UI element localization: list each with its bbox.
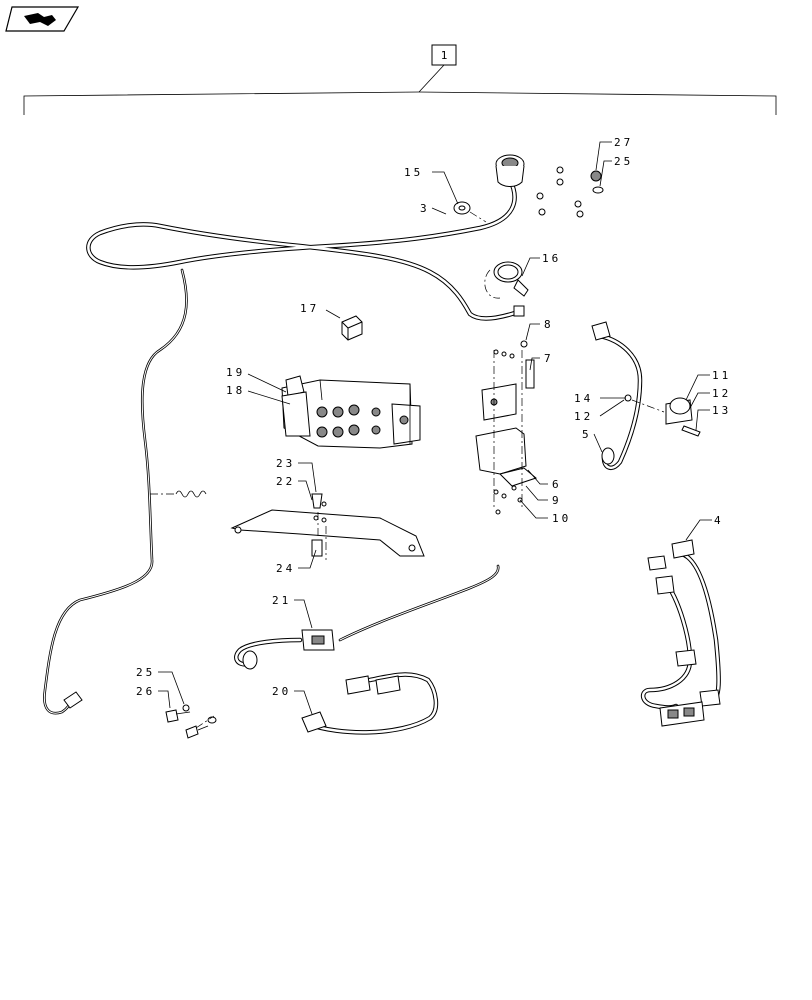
callout-18: 18 (226, 384, 245, 397)
sensor-harness-5 (591, 321, 643, 471)
harness-20 (301, 672, 439, 735)
callout-12-left: 12 (574, 410, 593, 423)
callout-20: 20 (272, 685, 291, 698)
callout-15: 15 (404, 166, 423, 179)
callout-9: 9 (552, 494, 562, 507)
assembly-number: 1 (441, 49, 448, 62)
callout-25-bottom: 25 (136, 666, 155, 679)
callout-8: 8 (544, 318, 554, 331)
callout-10: 10 (552, 512, 571, 525)
callout-13: 13 (712, 404, 731, 417)
leader-lines (158, 141, 712, 715)
bolts-25-26 (165, 704, 217, 739)
hardware-nuts-27-25 (536, 166, 604, 218)
mounting-plate-22-24 (230, 493, 425, 560)
cable-clip-15 (453, 201, 487, 223)
bracket-11-12-13 (624, 394, 701, 437)
harness-21 (234, 564, 500, 670)
callout-17: 17 (300, 302, 319, 315)
valve-block-18-19 (281, 375, 421, 449)
callout-22: 22 (276, 475, 295, 488)
callout-27: 27 (614, 136, 633, 149)
callout-19: 19 (226, 366, 245, 379)
callout-4: 4 (714, 514, 724, 527)
callout-6: 6 (552, 478, 562, 491)
harness-4 (641, 539, 721, 727)
assembly-bracket: 1 (23, 44, 777, 115)
callout-16: 16 (542, 252, 561, 265)
callout-3: 3 (420, 202, 430, 215)
wire-coil (150, 490, 207, 498)
band-clamp-16 (484, 261, 529, 299)
callout-24: 24 (276, 562, 295, 575)
callout-26: 26 (136, 685, 155, 698)
callout-7: 7 (544, 352, 554, 365)
callout-25-top: 25 (614, 155, 633, 168)
main-wiring-harness (43, 154, 525, 715)
callout-11: 11 (712, 369, 731, 382)
connector-block-17 (341, 315, 363, 341)
callout-23: 23 (276, 457, 295, 470)
callout-5: 5 (582, 428, 592, 441)
mounting-bracket-6 (475, 340, 538, 515)
page-navigation-arrow-icon[interactable] (5, 6, 80, 32)
callout-14: 14 (574, 392, 593, 405)
callout-12-right: 12 (712, 387, 731, 400)
callout-21: 21 (272, 594, 291, 607)
